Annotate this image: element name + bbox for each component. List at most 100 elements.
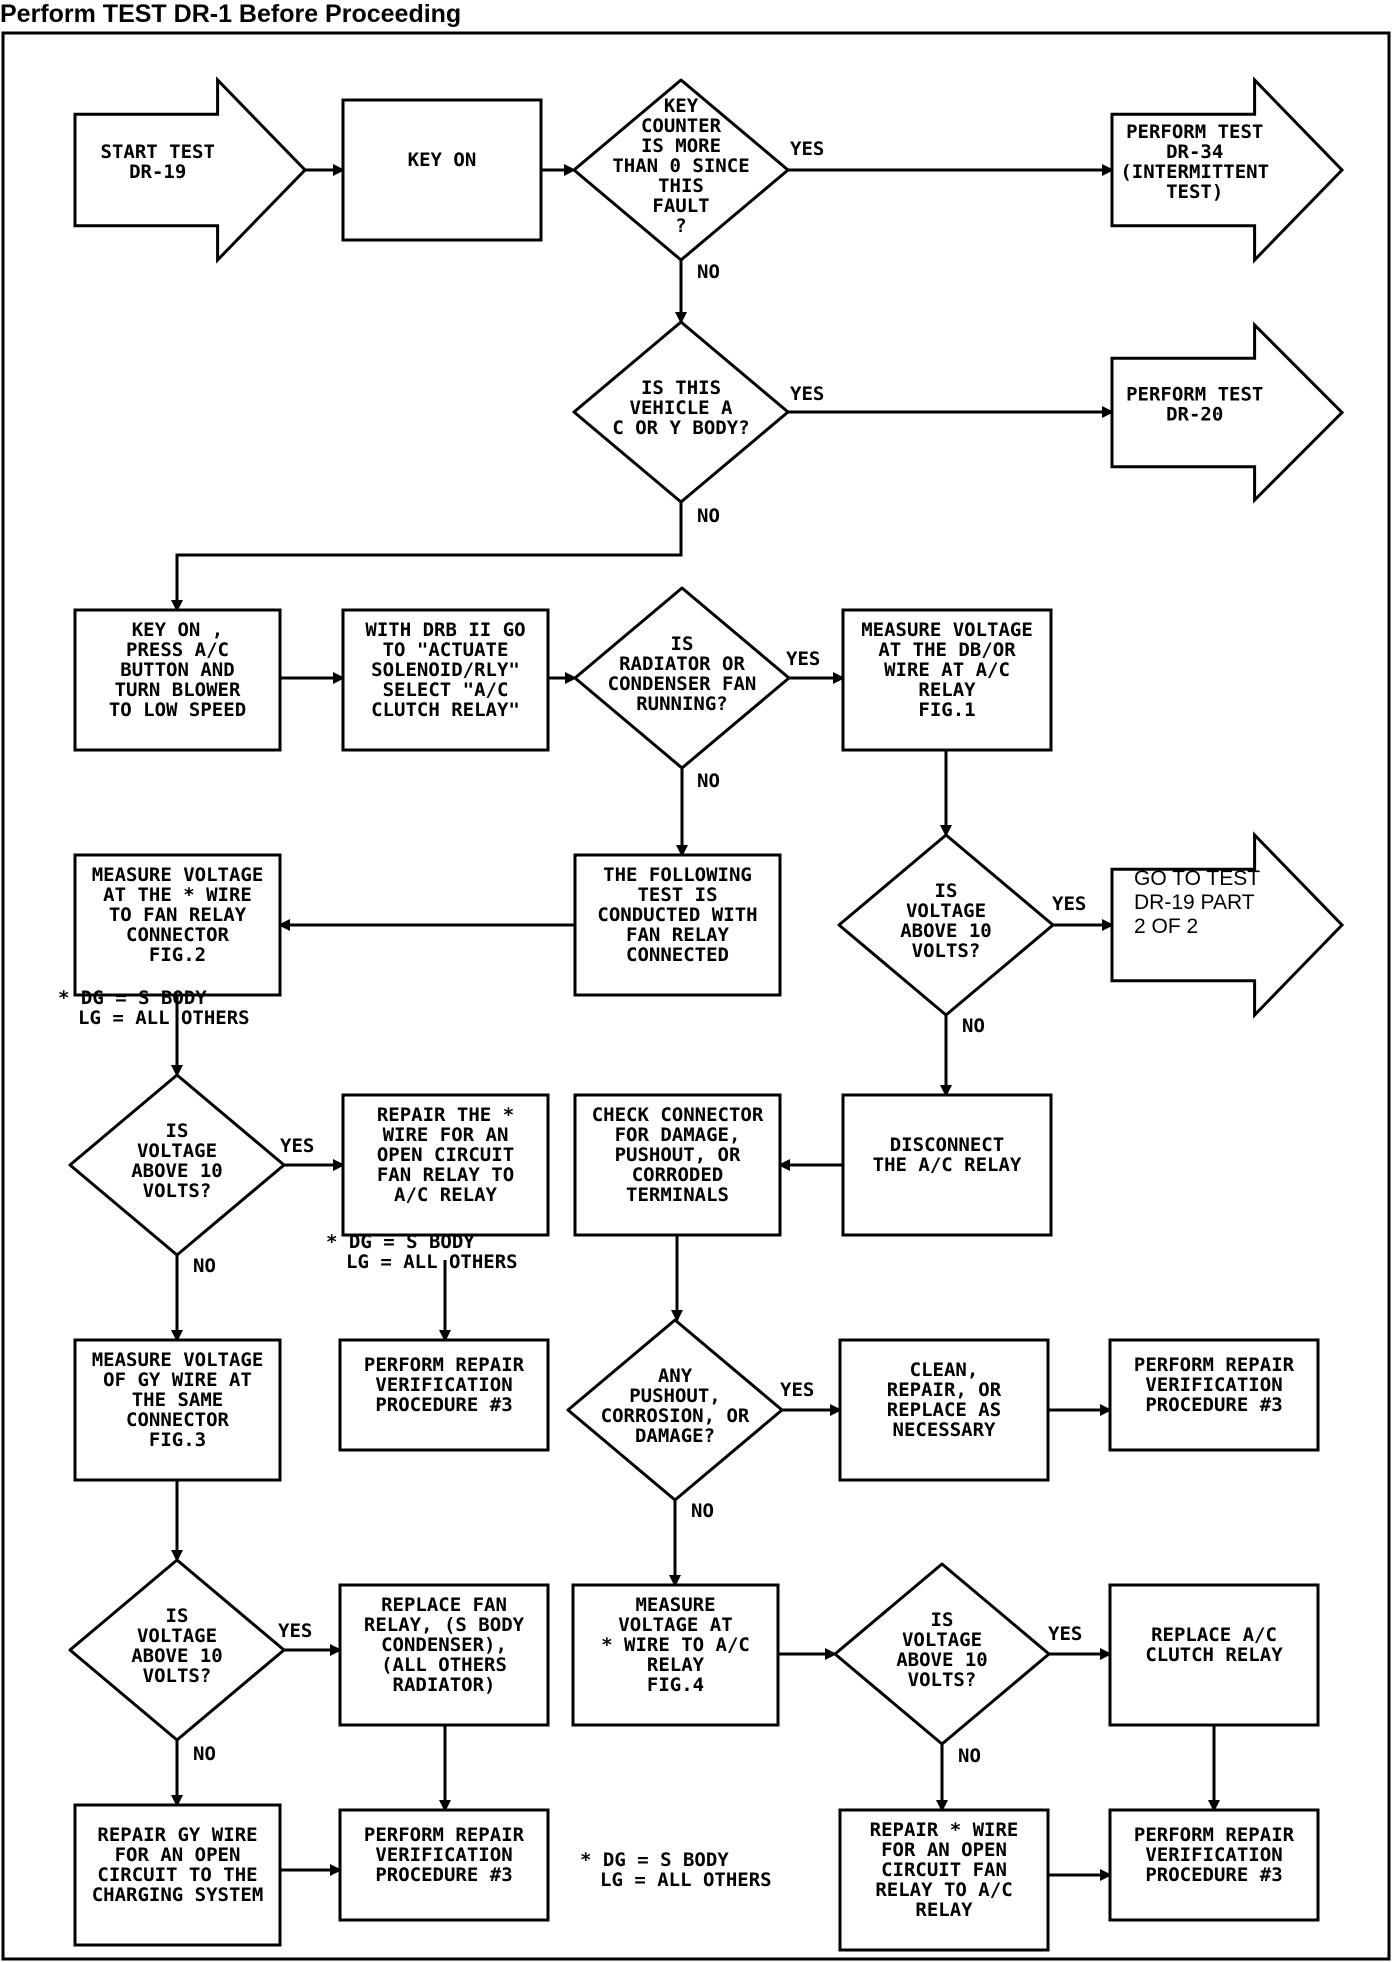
node-meas-gy-line-1: MEASURE VOLTAGE [92, 1349, 264, 1371]
note-line-1: * DG = S BODY [580, 1849, 729, 1871]
edge-label-no: NO [697, 505, 720, 527]
node-verify-3-line-1: PERFORM REPAIR [364, 1824, 525, 1846]
node-meas-db-or-line-2: AT THE DB/OR [878, 639, 1016, 661]
node-verify-3-line-3: PROCEDURE #3 [375, 1864, 512, 1886]
node-d-key-counter-line-2: COUNTER [641, 115, 722, 137]
edge-label-no: NO [691, 1500, 714, 1522]
node-check-connector-line-2: FOR DAMAGE, [615, 1124, 741, 1146]
node-d-volt-right-line-1: IS [935, 880, 958, 902]
node-replace-fan-relay-line-4: (ALL OTHERS [381, 1654, 507, 1676]
decision-diamond [68, 1558, 286, 1742]
node-verify-1-line-1: PERFORM REPAIR [364, 1354, 525, 1376]
node-verify-2-line-3: PROCEDURE #3 [1145, 1394, 1282, 1416]
node-following-test-line-3: CONDUCTED WITH [597, 904, 757, 926]
node-following-test-line-1: THE FOLLOWING [603, 864, 752, 886]
node-d-volt-right2-line-3: ABOVE 10 [896, 1649, 988, 1671]
node-d-body-line-3: C OR Y BODY? [612, 417, 749, 439]
node-check-connector-line-5: TERMINALS [626, 1184, 729, 1206]
node-clean-repair-line-3: REPLACE AS [887, 1399, 1001, 1421]
edge-d-body-to-press-ac [171, 502, 683, 612]
node-disconnect-relay-line-2: THE A/C RELAY [873, 1154, 1022, 1176]
node-meas-gy-line-5: FIG.3 [149, 1429, 206, 1451]
node-repair-star-ac-line-1: REPAIR * WIRE [870, 1819, 1019, 1841]
process-box [573, 1093, 782, 1237]
node-replace-fan-relay-line-5: RADIATOR) [393, 1674, 496, 1696]
node-meas-db-or-line-3: WIRE AT A/C [884, 659, 1010, 681]
node-meas-fan-relay-line-4: CONNECTOR [126, 924, 230, 946]
node-d-pushout-line-4: DAMAGE? [635, 1425, 715, 1447]
decision-diamond [837, 833, 1055, 1017]
edge-label-yes: YES [790, 138, 824, 160]
node-dr34-line-1: PERFORM TEST [1126, 121, 1263, 143]
process-box [1108, 1808, 1320, 1922]
node-following-test-line-2: TEST IS [637, 884, 717, 906]
node-repair-star-ac-line-4: RELAY TO A/C [875, 1879, 1012, 1901]
node-dr34-line-2: DR-34 [1166, 141, 1223, 163]
node-d-volt-right-line-3: ABOVE 10 [900, 920, 992, 942]
node-drb-actuate-line-4: SELECT "A/C [383, 679, 509, 701]
node-dr19p2-line-2: DR-19 PART [1134, 891, 1255, 914]
note-line-2: LG = ALL OTHERS [78, 1007, 250, 1029]
node-drb-actuate-line-3: SOLENOID/RLY" [371, 659, 520, 681]
terminal-arrow [1110, 321, 1345, 504]
process-box [1108, 1338, 1320, 1452]
process-box [73, 1338, 282, 1482]
node-meas-db-or-line-5: FIG.1 [918, 699, 975, 721]
process-box [338, 1808, 550, 1922]
node-replace-fan-relay-line-1: REPLACE FAN [381, 1594, 507, 1616]
note-line-1: * DG = S BODY [58, 987, 207, 1009]
node-repair-star-wire-line-5: A/C RELAY [394, 1184, 498, 1206]
edge-label-no: NO [697, 770, 720, 792]
node-d-volt-right2-line-1: IS [931, 1609, 954, 1631]
edge-label-yes: YES [278, 1620, 312, 1642]
node-repair-gy-line-4: CHARGING SYSTEM [92, 1884, 264, 1906]
edge-label-yes: YES [1052, 893, 1086, 915]
decision-diamond [573, 586, 791, 770]
edge-label-yes: YES [1048, 1623, 1082, 1645]
node-start-line-2: DR-19 [129, 161, 186, 183]
node-replace-fan-relay-line-2: RELAY, (S BODY [364, 1614, 525, 1636]
decision-diamond [833, 1562, 1051, 1746]
node-repair-gy-line-3: CIRCUIT TO THE [97, 1864, 257, 1886]
terminal-arrow [73, 76, 308, 264]
decision-diamond [68, 1073, 286, 1257]
node-d-key-counter-line-3: IS MORE [641, 135, 721, 157]
terminal-arrow [1110, 831, 1345, 1019]
node-repair-gy-line-2: FOR AN OPEN [115, 1844, 241, 1866]
node-verify-4-line-3: PROCEDURE #3 [1145, 1864, 1282, 1886]
node-repair-star-ac-line-2: FOR AN OPEN [881, 1839, 1007, 1861]
node-d-volt-left2-line-4: VOLTS? [143, 1665, 212, 1687]
node-drb-actuate-line-1: WITH DRB II GO [365, 619, 525, 641]
node-dr19p2-line-1: GO TO TEST [1134, 867, 1260, 890]
node-meas-star-ac-line-5: FIG.4 [647, 1674, 704, 1696]
node-check-connector-line-4: CORRODED [632, 1164, 724, 1186]
node-press-ac-line-2: PRESS A/C [126, 639, 229, 661]
node-dr20-line-1: PERFORM TEST [1126, 384, 1263, 406]
node-clean-repair-line-4: NECESSARY [893, 1419, 997, 1441]
decision-diamond [572, 320, 790, 504]
edge-label-no: NO [958, 1745, 981, 1767]
node-verify-1-line-3: PROCEDURE #3 [375, 1394, 512, 1416]
node-press-ac-line-4: TURN BLOWER [115, 679, 241, 701]
node-key-on: KEY ON [341, 98, 543, 242]
edge-label-no: NO [193, 1255, 216, 1277]
node-start-line-1: START TEST [101, 141, 215, 163]
node-d-volt-left2-line-3: ABOVE 10 [131, 1645, 223, 1667]
node-d-volt-left1-line-3: ABOVE 10 [131, 1160, 223, 1182]
node-d-key-counter-line-4: THAN 0 SINCE [612, 155, 749, 177]
process-box [73, 1803, 282, 1947]
node-clean-repair-line-2: REPAIR, OR [887, 1379, 1002, 1401]
node-d-key-counter-line-5: THIS [658, 175, 704, 197]
terminal-arrow [1110, 76, 1345, 264]
